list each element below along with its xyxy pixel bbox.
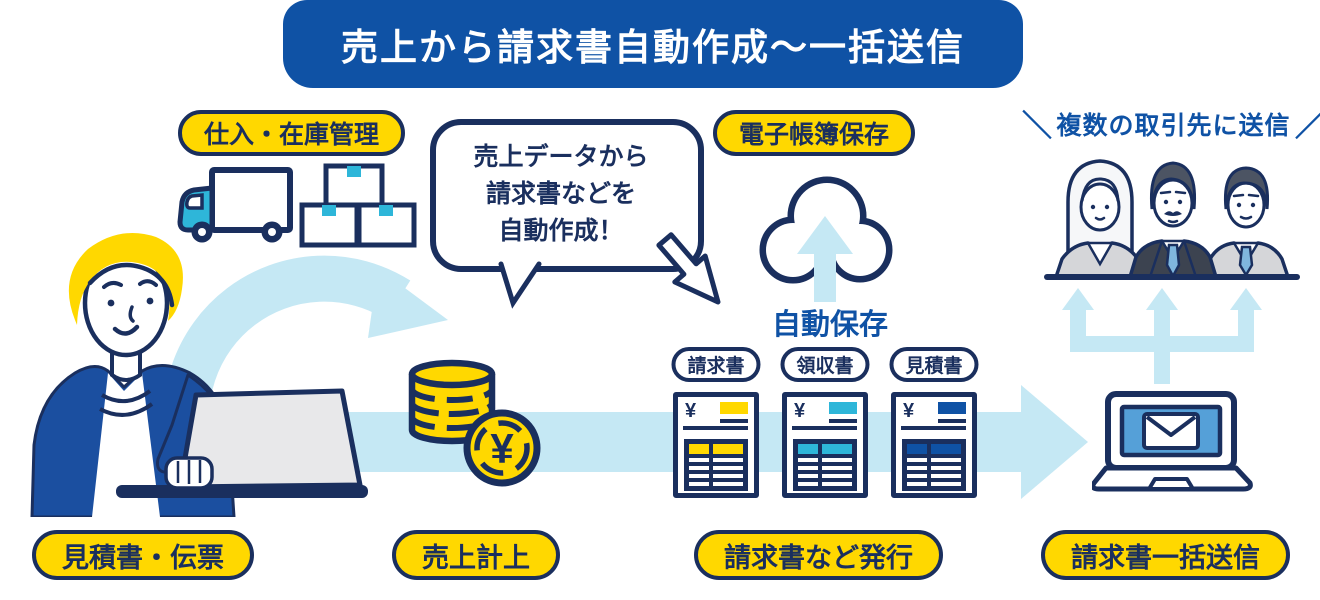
- truck-and-boxes-icon: [177, 163, 417, 248]
- receipt-document-icon: ¥: [782, 392, 868, 498]
- bubble-arrow-icon: [656, 232, 721, 305]
- badge-quote-slip: 見積書・伝票: [32, 530, 254, 580]
- speech-bubble: [430, 119, 721, 309]
- autosave-label: 自動保存: [771, 309, 888, 341]
- envelope-icon: [1142, 412, 1200, 450]
- businessman-middle: [1128, 161, 1218, 279]
- recipients-caption: ＼ 複数の取引先に送信 ／: [1022, 101, 1320, 145]
- hair: [68, 233, 183, 325]
- slash-left: ＼: [1022, 110, 1052, 143]
- document-label-invoice: 請求書: [671, 347, 761, 382]
- document-label-receipt: 領収書: [780, 347, 870, 382]
- businesswoman: [1054, 159, 1146, 279]
- invoice-document-icon: ¥: [673, 392, 759, 498]
- upload-arrow-icon: [797, 216, 853, 302]
- badge-issue-documents: 請求書など発行: [694, 530, 943, 580]
- page-title: 売上から請求書自動作成〜一括送信: [341, 27, 965, 68]
- badge-ebook-storage: 電子帳簿保存: [713, 110, 916, 156]
- recipients-illustration: [1044, 159, 1300, 280]
- title-banner: 売上から請求書自動作成〜一括送信: [283, 0, 1023, 88]
- boxes-icon: [299, 163, 417, 248]
- laptop-email-icon: [1092, 391, 1253, 492]
- truck-icon: [177, 167, 293, 243]
- coins-icon: ¥: [408, 359, 541, 487]
- businessman-right: [1202, 166, 1290, 279]
- yen-symbol: ¥: [490, 425, 514, 472]
- badge-purchase-inventory: 仕入・在庫管理: [178, 110, 406, 156]
- trident-arrow-icon: [1062, 288, 1262, 384]
- badge-sales-record: 売上計上: [392, 530, 560, 580]
- quote-document-icon: ¥: [891, 392, 977, 498]
- hand: [164, 456, 214, 490]
- people-baseline: [1044, 274, 1300, 280]
- flow-arrowhead: [1021, 385, 1088, 499]
- badge-batch-send: 請求書一括送信: [1041, 530, 1290, 580]
- document-label-quote: 見積書: [889, 347, 979, 382]
- yen-coin-icon: ¥: [463, 409, 541, 487]
- cloud-icon: [759, 176, 893, 302]
- person-illustration: [30, 233, 368, 517]
- slash-right: ／: [1295, 110, 1320, 143]
- bubble-text: 売上データから 請求書などを 自動作成！: [473, 143, 649, 245]
- bubble-tail: [498, 260, 542, 309]
